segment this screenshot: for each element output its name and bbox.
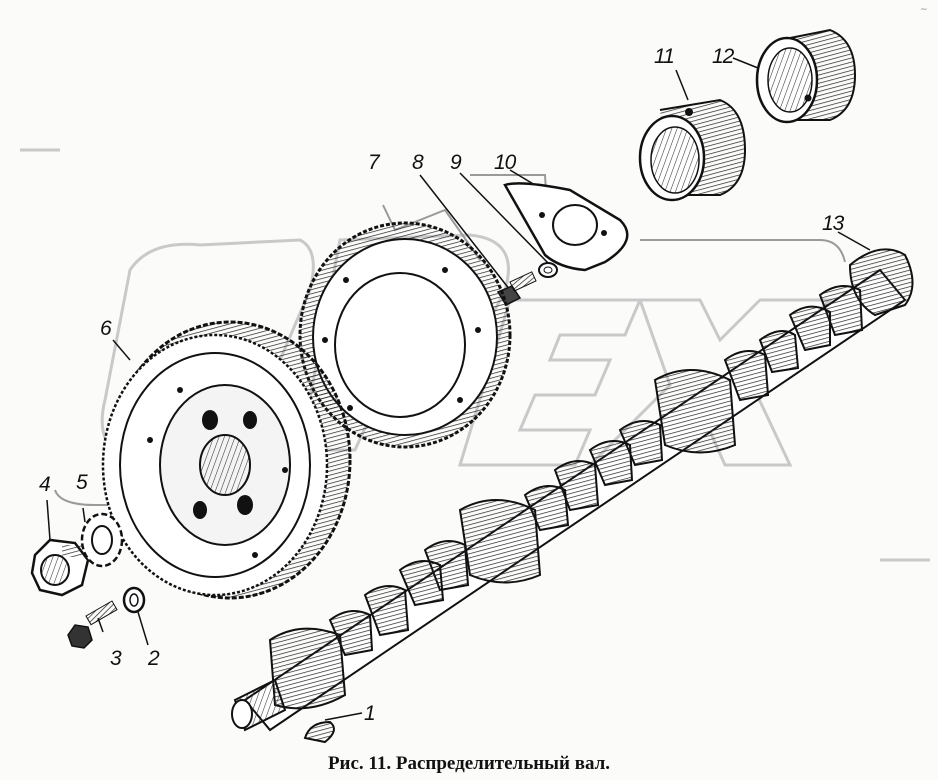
part-label-6: 6 xyxy=(100,317,112,340)
lock-washer-5 xyxy=(80,512,124,568)
part-label-13: 13 xyxy=(822,212,844,235)
part-label-9: 9 xyxy=(450,151,462,174)
figure-caption: Рис. 11. Распределительный вал. xyxy=(327,753,611,774)
part-label-8: 8 xyxy=(412,151,424,174)
camshaft-13 xyxy=(231,248,914,732)
part-label-1: 1 xyxy=(364,702,376,725)
bolt-3 xyxy=(67,600,118,649)
part-label-11: 11 xyxy=(654,45,675,68)
nut-4 xyxy=(30,538,90,597)
part-label-7: 7 xyxy=(368,151,380,174)
washer-2 xyxy=(122,586,146,614)
part-label-5: 5 xyxy=(76,471,88,494)
part-label-12: 12 xyxy=(712,45,734,68)
thrust-flange-10 xyxy=(503,182,629,272)
bushing-11 xyxy=(638,98,747,202)
part-label-10: 10 xyxy=(494,151,516,174)
bushing-12 xyxy=(755,28,857,124)
key-1 xyxy=(303,720,335,744)
part-label-4: 4 xyxy=(39,473,51,496)
leader-lines xyxy=(46,57,871,721)
part-label-2: 2 xyxy=(148,647,160,670)
gear-ring-7 xyxy=(298,221,512,449)
part-label-3: 3 xyxy=(110,647,122,670)
camshaft-gear-6 xyxy=(101,320,352,600)
corner-mark: ~ xyxy=(920,5,928,15)
